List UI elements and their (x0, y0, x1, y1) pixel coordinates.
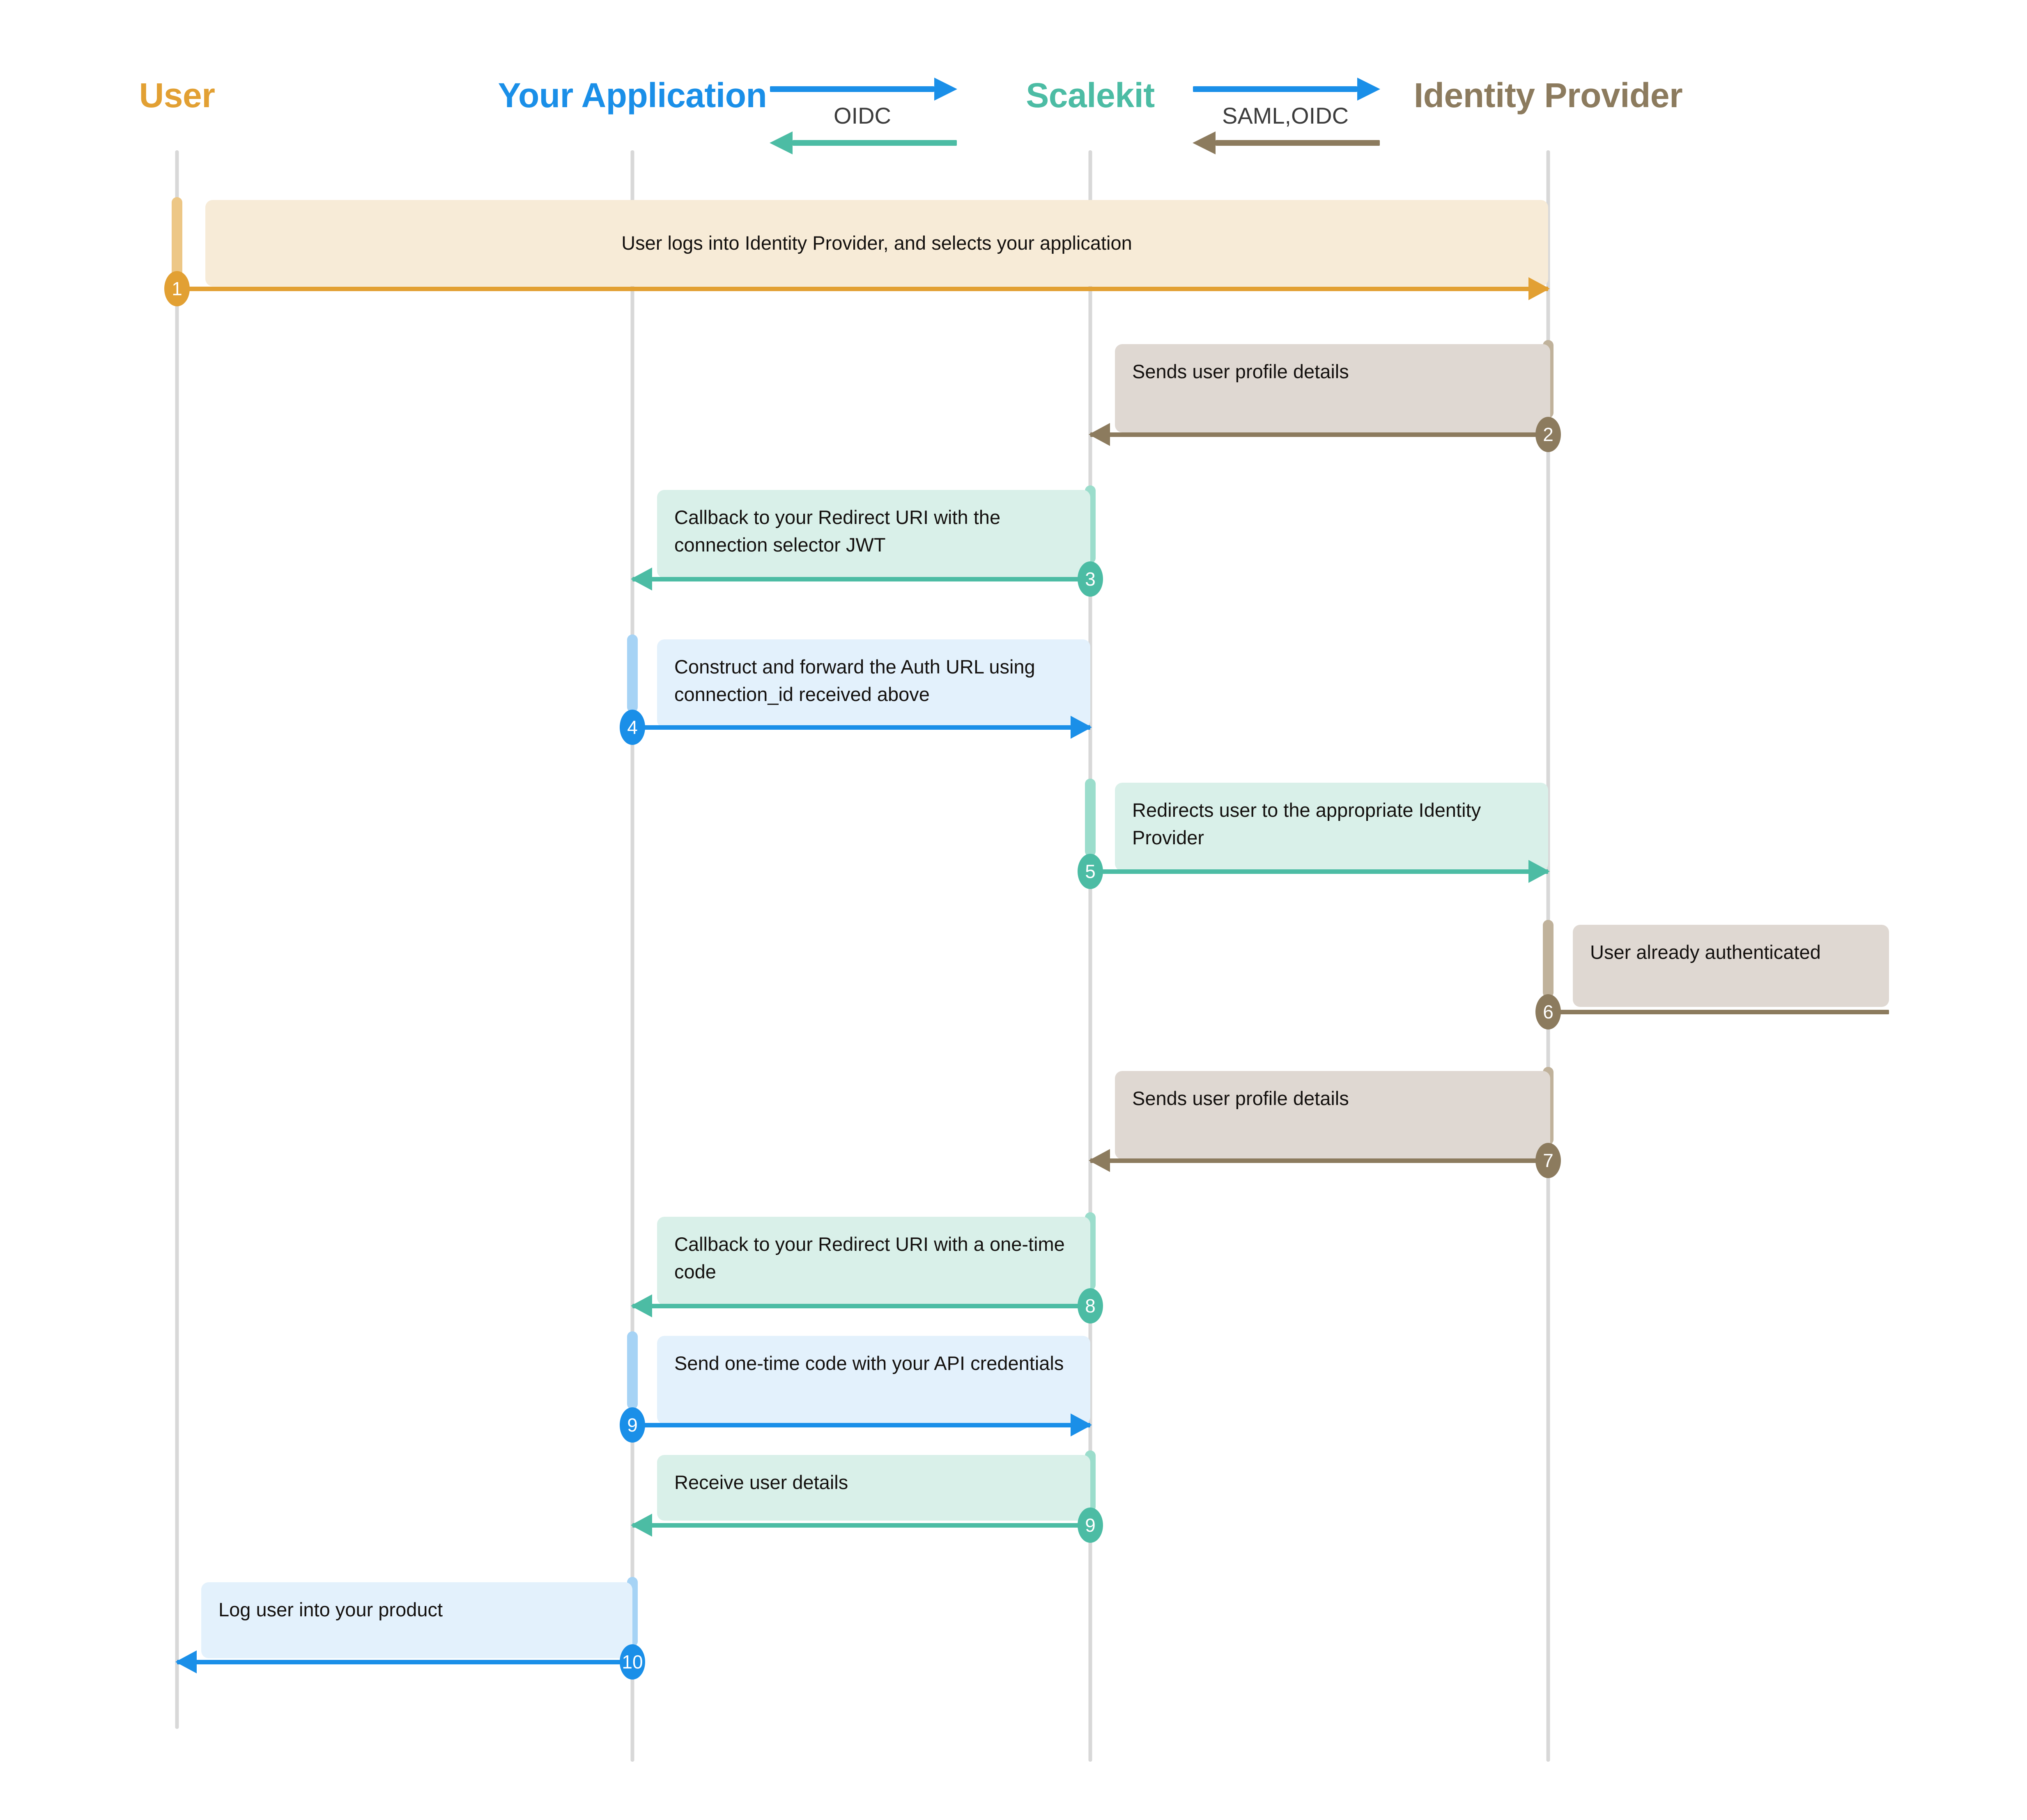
message-note-step-2: Sends user profile details (1115, 344, 1550, 432)
step-bullet-9[interactable]: 9 (620, 1407, 645, 1443)
legend-arrow-left-head-legend-scalekit-idp (1193, 131, 1216, 154)
step-bullet-6[interactable]: 6 (1535, 994, 1561, 1029)
message-note-text: Log user into your product (218, 1599, 443, 1620)
activation-bar-step-1 (172, 197, 182, 279)
step-bullet-5[interactable]: 5 (1078, 854, 1103, 889)
message-note-text: Redirects user to the appropriate Identi… (1132, 799, 1481, 848)
step-bullet-4[interactable]: 4 (620, 710, 645, 745)
message-arrow-head-step-1 (1528, 277, 1550, 300)
step-bullet-3[interactable]: 3 (1078, 561, 1103, 597)
message-arrow-line-step-8 (632, 1304, 1090, 1308)
lifeline-scalekit (1088, 150, 1092, 1762)
message-arrow-line-step-4 (632, 725, 1090, 730)
message-arrow-line-step-5 (1090, 869, 1548, 874)
message-arrow-head-step-3 (631, 568, 652, 591)
message-note-step-4: Construct and forward the Auth URL using… (657, 639, 1090, 728)
legend-arrow-right-head-legend-app-scalekit (934, 78, 957, 101)
message-arrow-line-step-9 (632, 1423, 1090, 1427)
legend-arrow-right-line-legend-scalekit-idp (1193, 86, 1357, 92)
step-bullet-7[interactable]: 7 (1535, 1143, 1561, 1178)
legend-arrow-left-line-legend-scalekit-idp (1216, 140, 1380, 146)
message-note-step-10: Receive user details (657, 1455, 1090, 1521)
activation-bar-step-9 (627, 1331, 638, 1409)
activation-bar-step-4 (627, 634, 638, 712)
message-note-text: Callback to your Redirect URI with the c… (674, 506, 1001, 556)
legend-arrow-right-head-legend-scalekit-idp (1357, 78, 1380, 101)
message-arrow-head-step-4 (1071, 716, 1092, 739)
participant-header-user: User (139, 76, 215, 115)
message-note-text: Sends user profile details (1132, 361, 1349, 382)
message-note-text: User already authenticated (1590, 941, 1821, 963)
message-arrow-head-step-7 (1089, 1149, 1110, 1172)
message-arrow-head-step-10 (631, 1514, 652, 1537)
message-note-step-5: Redirects user to the appropriate Identi… (1115, 783, 1548, 871)
message-arrow-head-step-2 (1089, 423, 1110, 446)
legend-arrow-right-line-legend-app-scalekit (770, 86, 934, 92)
message-note-step-6: User already authenticated (1573, 925, 1889, 1007)
message-note-text: Construct and forward the Auth URL using… (674, 656, 1035, 705)
message-arrow-line-step-6 (1548, 1010, 1889, 1014)
lifeline-app (630, 150, 634, 1762)
message-arrow-line-step-1 (177, 287, 1548, 291)
message-arrow-head-step-5 (1528, 860, 1550, 883)
message-note-step-11: Log user into your product (201, 1582, 632, 1658)
step-bullet-10[interactable]: 9 (1078, 1507, 1103, 1543)
message-note-text: User logs into Identity Provider, and se… (621, 232, 1132, 254)
participant-header-scalekit: Scalekit (1026, 76, 1155, 115)
message-arrow-head-step-11 (175, 1650, 197, 1673)
legend-arrow-left-line-legend-app-scalekit (793, 140, 957, 146)
message-note-text: Send one-time code with your API credent… (674, 1352, 1064, 1374)
activation-bar-step-5 (1085, 779, 1096, 857)
message-note-step-9: Send one-time code with your API credent… (657, 1336, 1090, 1424)
step-bullet-8[interactable]: 8 (1078, 1288, 1103, 1324)
message-note-step-7: Sends user profile details (1115, 1071, 1550, 1159)
activation-bar-step-6 (1543, 920, 1554, 998)
message-arrow-head-step-9 (1071, 1413, 1092, 1436)
participant-header-app: Your Application (498, 76, 767, 115)
message-note-step-8: Callback to your Redirect URI with a one… (657, 1217, 1090, 1305)
message-arrow-line-step-11 (177, 1660, 632, 1664)
step-bullet-2[interactable]: 2 (1535, 417, 1561, 452)
lifeline-user (175, 150, 179, 1729)
participant-header-idp: Identity Provider (1413, 76, 1683, 115)
legend-label-legend-app-scalekit: OIDC (834, 103, 891, 129)
step-bullet-1[interactable]: 1 (164, 271, 190, 306)
message-note-text: Sends user profile details (1132, 1087, 1349, 1109)
message-note-text: Receive user details (674, 1471, 848, 1493)
message-arrow-head-step-8 (631, 1294, 652, 1317)
message-note-text: Callback to your Redirect URI with a one… (674, 1233, 1065, 1282)
message-note-step-3: Callback to your Redirect URI with the c… (657, 490, 1090, 578)
message-arrow-line-step-2 (1090, 432, 1548, 437)
legend-arrow-left-head-legend-app-scalekit (770, 131, 793, 154)
message-arrow-line-step-3 (632, 577, 1090, 581)
message-note-step-1: User logs into Identity Provider, and se… (205, 200, 1548, 286)
message-arrow-line-step-7 (1090, 1158, 1548, 1163)
legend-label-legend-scalekit-idp: SAML,OIDC (1222, 103, 1349, 129)
step-bullet-11[interactable]: 10 (620, 1644, 645, 1680)
message-arrow-line-step-10 (632, 1523, 1090, 1528)
